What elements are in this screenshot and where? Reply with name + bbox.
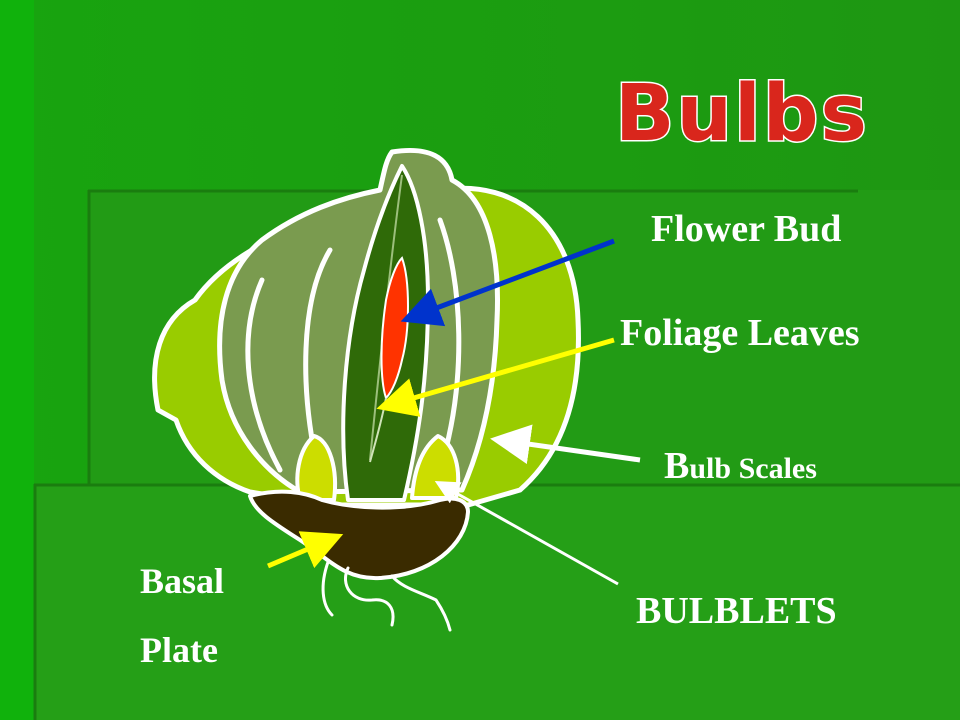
scale-divider xyxy=(245,277,283,473)
left-stripe xyxy=(0,0,34,720)
label-foliage-leaves: Foliage Leaves xyxy=(620,312,860,354)
root xyxy=(344,566,395,627)
title: Bulbs xyxy=(615,69,869,159)
label-flower-bud: Flower Bud xyxy=(651,208,842,250)
label-plate: Plate xyxy=(140,630,218,670)
arrow-basal-plate xyxy=(267,531,344,569)
label-bulb-scales-rest: ulb Scales xyxy=(689,452,817,485)
arrow-bulb-scales xyxy=(490,424,641,465)
root xyxy=(390,574,452,632)
scale-divider xyxy=(437,217,462,473)
lower-panel xyxy=(34,484,960,720)
label-bulb-scales-initial: B xyxy=(664,445,690,487)
label-bulblets: BULBLETS xyxy=(636,590,837,632)
label-bulb-scales: Bulb Scales xyxy=(664,447,817,485)
arrow-foliage-leaves xyxy=(376,337,615,417)
arrow-flower-bud xyxy=(400,238,615,327)
label-basal: Basal xyxy=(140,561,225,601)
arrow-bulblets xyxy=(434,481,619,586)
